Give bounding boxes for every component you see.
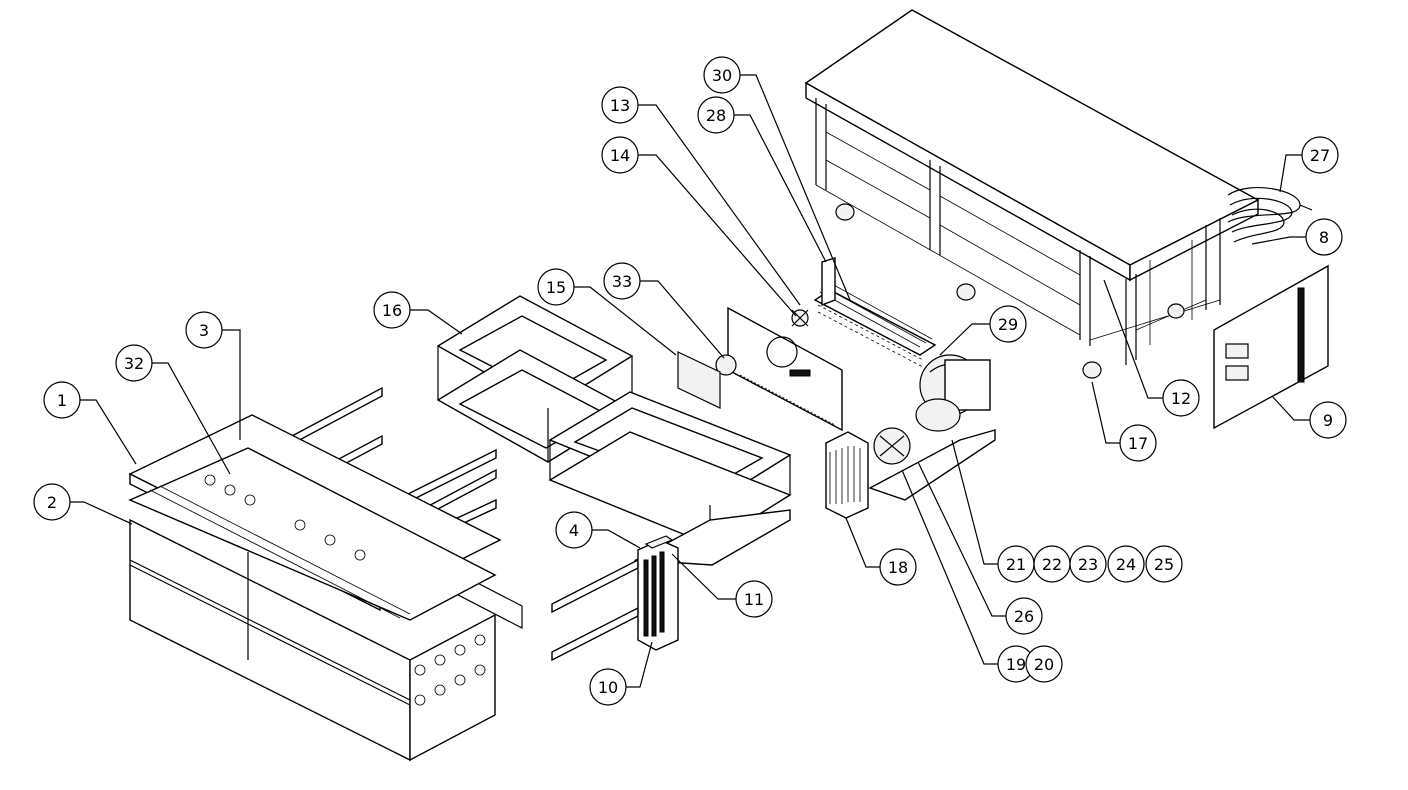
callout-circle <box>589 668 627 706</box>
callout-circle <box>115 344 153 382</box>
leader-lines <box>70 74 1310 688</box>
callout-28: 28 <box>697 96 735 134</box>
callout-circle <box>1145 545 1183 583</box>
callout-23: 23 <box>1069 545 1107 583</box>
callout-circle <box>373 291 411 329</box>
callout-label: 29 <box>998 315 1018 334</box>
callout-circle <box>1162 379 1200 417</box>
callout-label: 8 <box>1319 228 1329 247</box>
callout-circle <box>703 56 741 94</box>
callout-1: 1 <box>43 381 81 419</box>
callout-circle <box>43 381 81 419</box>
callout-circle <box>1119 424 1157 462</box>
callout-26: 26 <box>1005 597 1043 635</box>
callout-18: 18 <box>879 548 917 586</box>
callout-21: 21 <box>997 545 1035 583</box>
callout-12: 12 <box>1162 379 1200 417</box>
callout-label: 16 <box>382 301 402 320</box>
callout-label: 27 <box>1310 146 1330 165</box>
callout-label: 9 <box>1323 411 1333 430</box>
callout-11: 11 <box>735 580 773 618</box>
callout-circle <box>537 268 575 306</box>
callout-circle <box>185 311 223 349</box>
drawer-assembly <box>128 414 502 762</box>
callout-label: 3 <box>199 321 209 340</box>
callout-3: 3 <box>185 311 223 349</box>
callout-17: 17 <box>1119 424 1157 462</box>
evap-fan-motor <box>791 309 809 327</box>
callout-circle <box>697 96 735 134</box>
callout-label: 25 <box>1154 555 1174 574</box>
callout-label: 20 <box>1034 655 1054 674</box>
callout-label: 12 <box>1171 389 1191 408</box>
callout-label: 15 <box>546 278 566 297</box>
callout-circle <box>601 86 639 124</box>
callout-circle <box>1305 218 1343 256</box>
callout-label: 13 <box>610 96 630 115</box>
callout-4: 4 <box>555 511 593 549</box>
callout-circle <box>879 548 917 586</box>
callout-label: 28 <box>706 106 726 125</box>
callout-2: 2 <box>33 483 71 521</box>
callout-29: 29 <box>989 305 1027 343</box>
callout-label: 33 <box>612 272 632 291</box>
callout-label: 2 <box>47 493 57 512</box>
callout-label: 14 <box>610 146 630 165</box>
shelf-frame-16 <box>436 295 792 566</box>
side-panel <box>1213 264 1329 430</box>
cabinet-body <box>804 9 1260 365</box>
condenser-18 <box>825 431 869 519</box>
evaporator-coil <box>813 257 937 368</box>
callout-label: 32 <box>124 354 144 373</box>
callout-circle <box>1107 545 1145 583</box>
callout-circle <box>1309 401 1347 439</box>
callout-27: 27 <box>1301 136 1339 174</box>
callout-33: 33 <box>603 262 641 300</box>
callout-13: 13 <box>601 86 639 124</box>
callout-circle <box>601 136 639 174</box>
callout-label: 22 <box>1042 555 1062 574</box>
callout-19: 19 <box>997 645 1035 683</box>
callout-label: 18 <box>888 558 908 577</box>
callout-25: 25 <box>1145 545 1183 583</box>
callout-circle <box>735 580 773 618</box>
callout-label: 19 <box>1006 655 1026 674</box>
cabinet-casters <box>835 203 1185 379</box>
callout-16: 16 <box>373 291 411 329</box>
fan-bracket-panel <box>677 306 843 432</box>
callout-circle <box>555 511 593 549</box>
callout-circle <box>1069 545 1107 583</box>
condensing-unit <box>868 354 996 501</box>
callout-circle <box>33 483 71 521</box>
callout-circle <box>989 305 1027 343</box>
callout-32: 32 <box>115 344 153 382</box>
callout-circle <box>603 262 641 300</box>
callout-label: 21 <box>1006 555 1026 574</box>
condenser-coil-pipes <box>1227 187 1313 243</box>
callout-circle <box>1301 136 1339 174</box>
callout-label: 26 <box>1014 607 1034 626</box>
callout-15: 15 <box>537 268 575 306</box>
callout-circle <box>1005 597 1043 635</box>
callout-9: 9 <box>1309 401 1347 439</box>
callout-label: 23 <box>1078 555 1098 574</box>
callout-circle <box>1025 645 1063 683</box>
front-vent-panel <box>637 535 679 651</box>
callout-8: 8 <box>1305 218 1343 256</box>
callout-20: 20 <box>1025 645 1063 683</box>
callout-24: 24 <box>1107 545 1145 583</box>
callout-22: 22 <box>1033 545 1071 583</box>
callout-label: 30 <box>712 66 732 85</box>
callout-label: 17 <box>1128 434 1148 453</box>
callout-label: 1 <box>57 391 67 410</box>
callout-14: 14 <box>601 136 639 174</box>
callout-label: 4 <box>569 521 579 540</box>
callout-label: 10 <box>598 678 618 697</box>
callout-label: 11 <box>744 590 764 609</box>
callout-30: 30 <box>703 56 741 94</box>
callout-label: 24 <box>1116 555 1136 574</box>
callout-10: 10 <box>589 668 627 706</box>
